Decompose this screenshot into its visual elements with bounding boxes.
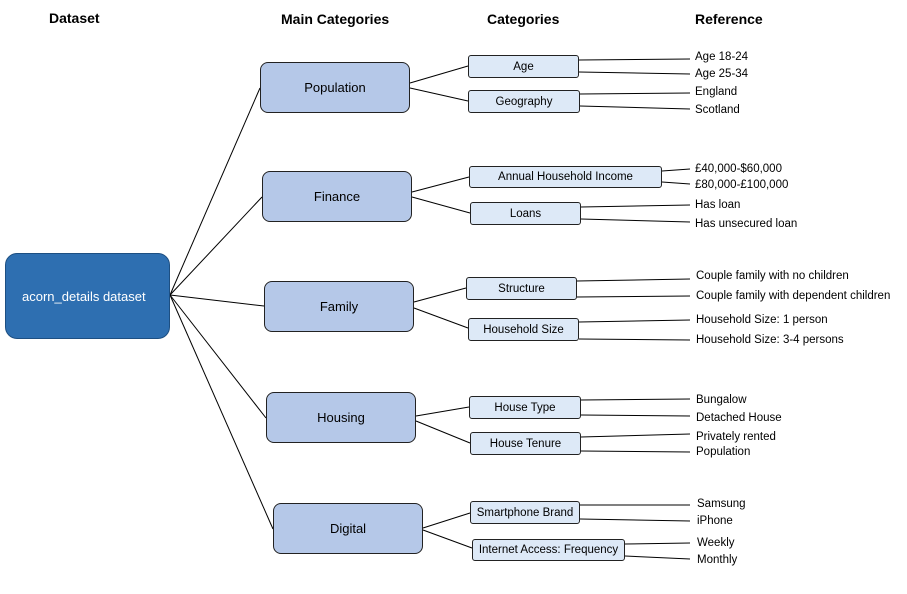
header-categories: Categories [487, 11, 560, 27]
reference-household-size-1: Household Size: 1 person [696, 314, 828, 326]
main-category-digital: Digital [273, 503, 423, 554]
main-category-population: Population [260, 62, 410, 113]
reference-household-size-3-4: Household Size: 3-4 persons [696, 334, 844, 346]
category-smartphone-brand: Smartphone Brand [470, 501, 580, 524]
reference-weekly: Weekly [697, 537, 735, 549]
reference-detached-house: Detached House [696, 412, 782, 424]
reference-has-loan: Has loan [695, 199, 741, 211]
reference-privately-rented: Privately rented [696, 431, 776, 443]
reference-couple-no-children: Couple family with no children [696, 270, 849, 282]
reference-monthly: Monthly [697, 554, 738, 566]
reference-income-80k-100k: £80,000-£100,000 [695, 179, 789, 191]
reference-iphone: iPhone [697, 515, 733, 527]
reference-couple-dependent-children: Couple family with dependent children [696, 290, 891, 302]
main-category-family: Family [264, 281, 414, 332]
category-house-type: House Type [469, 396, 581, 419]
reference-age-25-34: Age 25-34 [695, 68, 749, 80]
category-annual-household-income: Annual Household Income [469, 166, 662, 188]
reference-scotland: Scotland [695, 104, 740, 116]
category-internet-access-frequency: Internet Access: Frequency [472, 539, 625, 561]
header-reference: Reference [695, 11, 763, 27]
main-category-finance: Finance [262, 171, 412, 222]
header-main-categories: Main Categories [281, 11, 390, 27]
reference-income-40k-60k: £40,000-$60,000 [695, 163, 782, 175]
main-category-housing: Housing [266, 392, 416, 443]
header-dataset: Dataset [49, 10, 100, 26]
reference-population: Population [696, 446, 751, 458]
root-node-acorn-details: acorn_details dataset [5, 253, 170, 339]
category-age: Age [468, 55, 579, 78]
reference-has-unsecured-loan: Has unsecured loan [695, 218, 798, 230]
reference-bungalow: Bungalow [696, 394, 747, 406]
category-household-size: Household Size [468, 318, 579, 341]
reference-samsung: Samsung [697, 498, 746, 510]
category-geography: Geography [468, 90, 580, 113]
category-house-tenure: House Tenure [470, 432, 581, 455]
category-loans: Loans [470, 202, 581, 225]
reference-age-18-24: Age 18-24 [695, 51, 749, 63]
reference-england: England [695, 86, 738, 98]
category-structure: Structure [466, 277, 577, 300]
